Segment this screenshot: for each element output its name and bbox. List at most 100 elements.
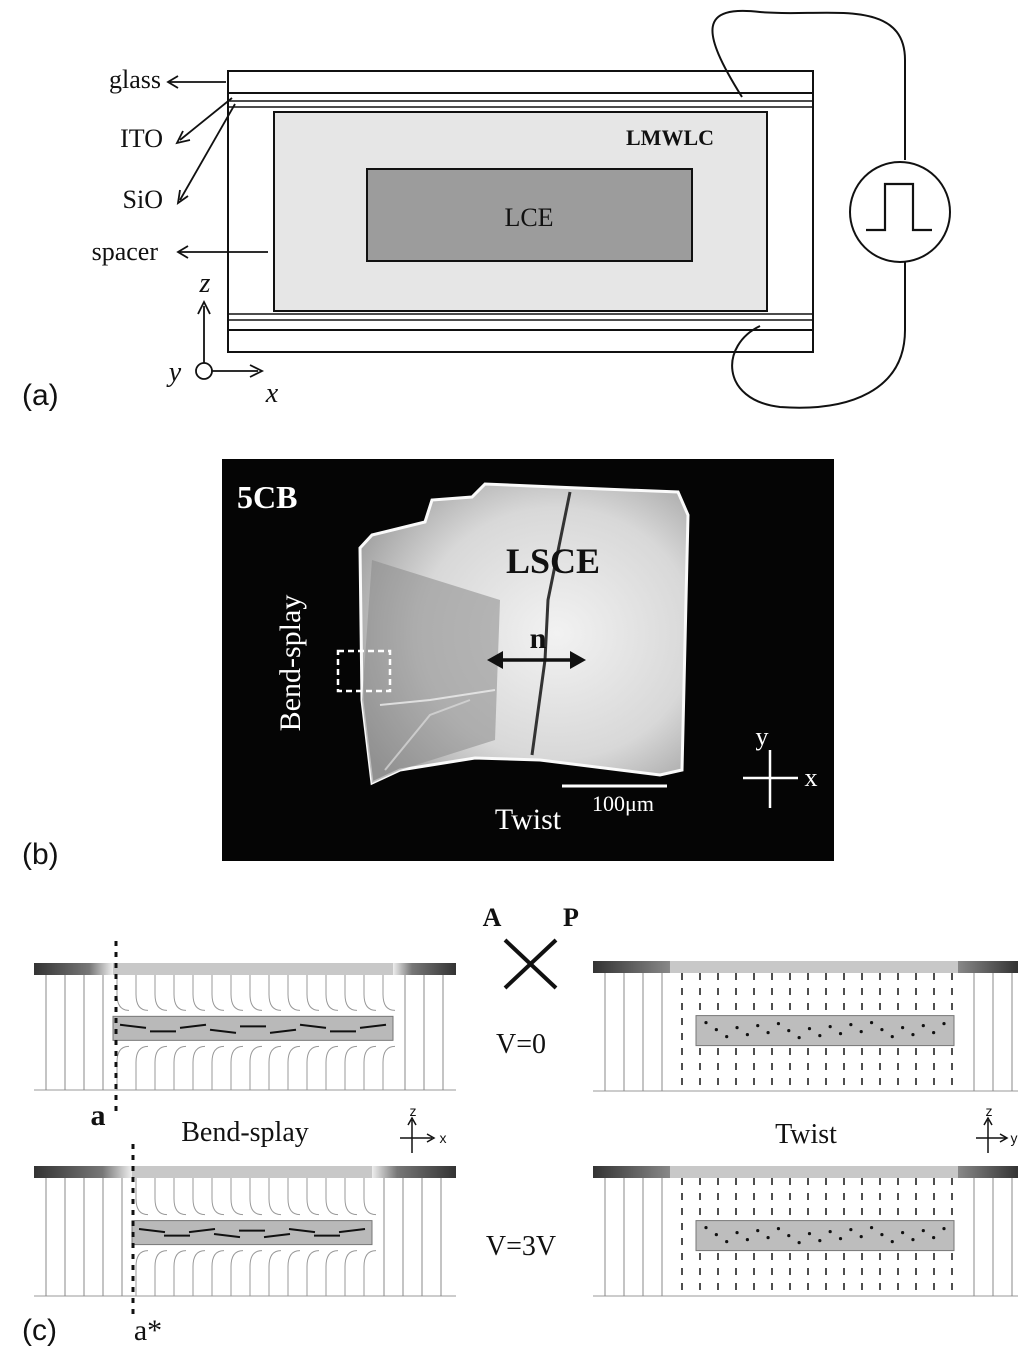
twist-v0-director-dot (776, 1022, 781, 1026)
bend-v0-electrode-left (34, 963, 113, 975)
twist-v0-director-dot (735, 1026, 739, 1030)
bend-v3-curve-line (192, 1250, 206, 1296)
twist-v0-director-dot (787, 1029, 791, 1033)
bend-v3-slab (131, 1220, 373, 1246)
twist-v0-director-dot (818, 1034, 822, 1038)
twist-v3-director-dot (787, 1234, 791, 1238)
bend-v3-curve-line (325, 1178, 339, 1216)
twist-v3-director-dot (797, 1241, 801, 1245)
twist-v0-director-dot (859, 1030, 863, 1034)
bend-v0-director-dash (209, 1028, 237, 1034)
twist-v3-director-dot (776, 1227, 781, 1231)
axis-x: x (265, 378, 279, 409)
bend-v3-curve-line (306, 1178, 320, 1216)
bend-v0-curve-line (249, 975, 263, 1011)
voltage-source (849, 161, 951, 263)
director-diagrams (34, 941, 1018, 1318)
crack-line (530, 491, 572, 756)
bend-v3-curve-line (363, 1178, 377, 1216)
bend-v3-curve-line (230, 1250, 244, 1296)
bend-v3-curve-line (325, 1250, 339, 1296)
twist-v0-director-dot (901, 1026, 905, 1030)
bend-v0-curve-line (173, 975, 187, 1011)
bend-v0-curve-line (249, 1045, 263, 1090)
axes-c-left: z x (400, 1103, 447, 1153)
bend-v0-curve-line (363, 1045, 377, 1090)
wire-top (711, 9, 906, 160)
twist-v0-director-dot (880, 1028, 884, 1032)
bend-v3-curve-line (268, 1250, 282, 1296)
twist-v3-director-dot (880, 1233, 884, 1237)
bend-v3-curve-line (287, 1178, 301, 1216)
panel-b-letter: (b) (22, 838, 59, 871)
bend-v3-curve-line (230, 1178, 244, 1216)
bend-v3-electrode (34, 1166, 456, 1178)
wire-bottom (731, 262, 906, 409)
bend-v3-director-dash (138, 1228, 166, 1234)
twist-v3-director-dot (807, 1232, 812, 1236)
bend-v3-director-dash (263, 1233, 291, 1239)
bend-v0-director-dash (179, 1023, 207, 1029)
panel-a: LCE LMWLC glass ITO SiO spacer z y x (22, 9, 951, 412)
twist-v0-electrode (593, 961, 1018, 973)
bend-v0-curve-line (154, 1045, 168, 1090)
bend-v0-curve-line (230, 1045, 244, 1090)
bend-v3-electrode-right (372, 1166, 456, 1178)
axis-x-b: x (805, 763, 818, 792)
twist-v3-director-dot (869, 1226, 874, 1230)
panel-a-letter: (a) (22, 379, 59, 412)
bend-v3-director-dash (213, 1233, 241, 1239)
twist-v3-director-dot (828, 1230, 832, 1234)
twist-v3-director-dot (859, 1235, 863, 1239)
twist-v0-director-dot (714, 1028, 718, 1032)
twist-v0-director-dot (766, 1031, 770, 1035)
bend-v0-curve-line (116, 1045, 130, 1090)
axes-a: z y x (166, 268, 279, 409)
bend-v0-director-dash (269, 1028, 297, 1034)
axis-z-c-right: z (986, 1103, 993, 1119)
material-label: 5CB (237, 479, 297, 515)
bend-v0-curve-line (344, 1045, 358, 1090)
axis-y-c-right: y (1011, 1130, 1018, 1146)
bend-splay-label-c: Bend-splay (181, 1117, 309, 1148)
dashed-inset-box (336, 649, 392, 693)
bend-v0-director-dash (119, 1023, 147, 1029)
bend-v3-curve-line (287, 1250, 301, 1296)
bend-v0-slab (112, 1015, 394, 1041)
bend-v0-curve-line (211, 975, 225, 1011)
twist-v0-director-dot (942, 1022, 946, 1026)
twist-v3-director-dot (745, 1238, 749, 1242)
bend-v0-curve-line (306, 1045, 320, 1090)
twist-v0-director-dot (911, 1033, 915, 1037)
bend-v3-director-dash (338, 1228, 366, 1234)
bend-splay-vertical-label: Bend-splay (274, 595, 307, 732)
bend-v0-curve-line (211, 1045, 225, 1090)
panel-b: 5CB LSCE n Bend-splay Twist 100μm y x (b… (22, 459, 834, 871)
bend-v3-curve-line (363, 1250, 377, 1296)
bend-v0-curve-line (287, 975, 301, 1011)
bend-v3-curve-line (344, 1250, 358, 1296)
bend-v0-curve-line (325, 975, 339, 1011)
bend-v0-electrode-right (393, 963, 456, 975)
axis-z-c-left: z (410, 1103, 417, 1119)
bend-v3-electrode-left (34, 1166, 132, 1178)
axes-b: y x (743, 722, 818, 808)
twist-v3-slab (695, 1220, 955, 1252)
twist-v0-director-dot (704, 1021, 708, 1025)
bend-v0-curve-line (154, 975, 168, 1011)
bend-v3-curve-line (154, 1250, 168, 1296)
bend-v0-curve-line (173, 1045, 187, 1090)
bend-v3-curve-line (211, 1178, 225, 1216)
lmwlc-label: LMWLC (626, 125, 714, 150)
sio-label: SiO (123, 185, 163, 214)
polarizer-label: P (563, 903, 579, 932)
twist-v0-slab (695, 1015, 955, 1047)
square-pulse-icon (866, 182, 932, 232)
bend-v0-curve-line (192, 1045, 206, 1090)
bend-v3-director-dash (288, 1228, 316, 1234)
bend-v3-curve-line (211, 1250, 225, 1296)
twist-v0-director-dot (745, 1033, 749, 1037)
twist-v3-director-dot (766, 1236, 770, 1240)
